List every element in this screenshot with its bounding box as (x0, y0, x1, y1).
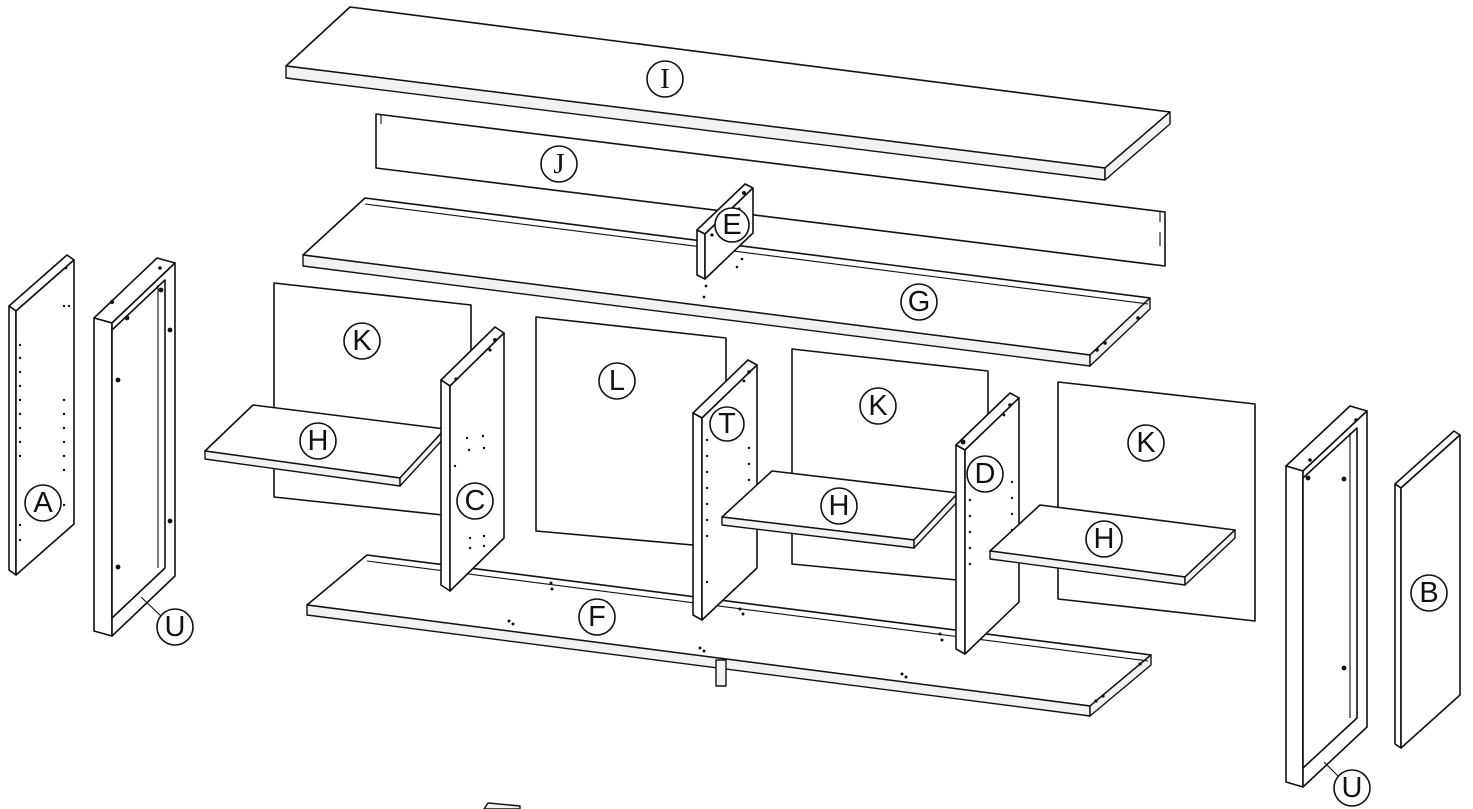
svg-text:K: K (1136, 427, 1156, 459)
svg-text:H: H (308, 425, 329, 457)
part-label-h-left: H (299, 422, 337, 460)
part-label-e: E (714, 207, 750, 243)
part-u-leg-frame-left (93, 257, 176, 637)
svg-text:G: G (908, 286, 931, 318)
svg-text:E: E (722, 209, 741, 241)
svg-text:K: K (352, 325, 372, 357)
part-label-k-left: K (343, 322, 381, 360)
part-label-k-right: K (1127, 424, 1165, 462)
svg-text:A: A (33, 487, 53, 519)
svg-text:B: B (1419, 577, 1438, 609)
part-label-j: J (540, 145, 578, 183)
part-t-divider-center (692, 359, 758, 621)
part-f-bottom-board (306, 554, 1152, 717)
svg-text:H: H (829, 490, 850, 522)
svg-text:T: T (718, 408, 736, 440)
part-label-d: D (966, 455, 1004, 493)
fragment-lower-edge (483, 802, 521, 809)
part-label-f: F (578, 598, 616, 636)
part-label-c: C (456, 482, 494, 520)
svg-text:J: J (553, 148, 564, 180)
part-label-b: B (1410, 574, 1448, 612)
svg-text:I: I (660, 63, 670, 95)
part-g-upper-shelf (302, 197, 1151, 367)
svg-text:C: C (465, 485, 486, 517)
svg-text:U: U (165, 611, 186, 643)
part-u-leg-frame-right (1285, 405, 1368, 788)
part-i-top-board (285, 6, 1171, 181)
part-label-g: G (900, 283, 938, 321)
part-label-t: T (709, 406, 745, 442)
part-k-back-panel-right (1057, 381, 1256, 622)
part-label-k-middle: K (859, 387, 897, 425)
svg-text:H: H (1094, 523, 1115, 555)
part-label-i: I (646, 60, 684, 98)
part-label-u-left: U (140, 596, 194, 646)
part-label-a: A (24, 484, 62, 522)
svg-text:K: K (868, 390, 888, 422)
part-label-h-middle: H (820, 487, 858, 525)
part-label-u-right: U (1323, 761, 1371, 807)
part-label-h-right: H (1085, 520, 1123, 558)
svg-text:F: F (588, 601, 606, 633)
part-label-l: L (598, 362, 636, 400)
svg-text:L: L (609, 365, 625, 397)
part-a-side-panel-left (8, 254, 75, 576)
part-c-divider-left (440, 326, 505, 592)
svg-text:U: U (1342, 772, 1363, 804)
svg-text:D: D (975, 458, 996, 490)
